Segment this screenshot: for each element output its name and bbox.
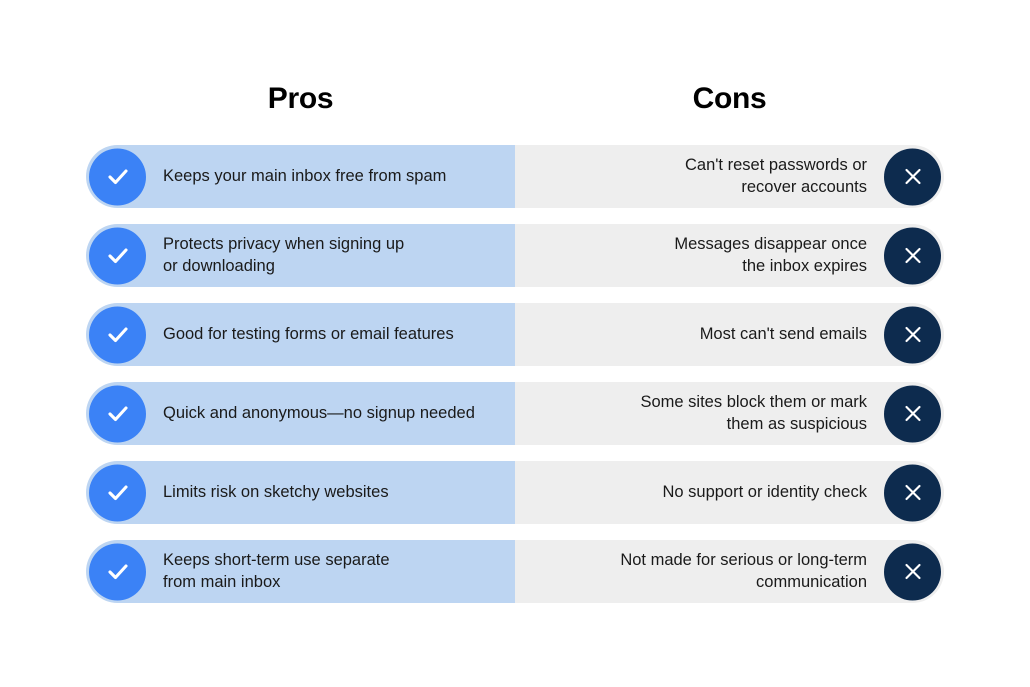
- check-icon: [89, 464, 146, 521]
- pro-cell: Keeps your main inbox free from spam: [86, 145, 515, 208]
- con-cell: Not made for serious or long-term commun…: [515, 540, 944, 603]
- comparison-rows: Keeps your main inbox free from spam Can…: [86, 145, 944, 603]
- con-cell: Can't reset passwords or recover account…: [515, 145, 944, 208]
- pro-text: Keeps your main inbox free from spam: [163, 166, 447, 185]
- check-icon: [89, 227, 146, 284]
- pro-cell: Good for testing forms or email features: [86, 303, 515, 366]
- check-icon: [89, 385, 146, 442]
- pro-text: Quick and anonymous—no signup needed: [163, 403, 475, 422]
- table-row: Good for testing forms or email features…: [86, 303, 944, 366]
- x-icon: [884, 543, 941, 600]
- pro-text: Good for testing forms or email features: [163, 324, 454, 343]
- table-row: Protects privacy when signing up or down…: [86, 224, 944, 287]
- con-text: No support or identity check: [662, 482, 867, 501]
- x-icon: [884, 227, 941, 284]
- header-cell-pros: Pros: [86, 76, 515, 122]
- pros-header-label: Pros: [267, 82, 334, 115]
- pro-cell: Protects privacy when signing up or down…: [86, 224, 515, 287]
- pro-cell: Quick and anonymous—no signup needed: [86, 382, 515, 445]
- check-icon: [89, 306, 146, 363]
- cons-header-label: Cons: [692, 82, 767, 115]
- pro-text: Protects privacy when signing up or down…: [163, 234, 405, 275]
- con-cell: Most can't send emails: [515, 303, 944, 366]
- con-text: Messages disappear once the inbox expire…: [674, 234, 867, 275]
- con-text: Not made for serious or long-term commun…: [620, 550, 867, 591]
- pro-cell: Keeps short-term use separate from main …: [86, 540, 515, 603]
- con-text: Most can't send emails: [699, 324, 867, 343]
- con-text: Some sites block them or mark them as su…: [640, 392, 868, 433]
- check-icon: [89, 543, 146, 600]
- check-icon: [89, 148, 146, 205]
- con-cell: Some sites block them or mark them as su…: [515, 382, 944, 445]
- table-row: Keeps short-term use separate from main …: [86, 540, 944, 603]
- con-text: Can't reset passwords or recover account…: [685, 155, 867, 196]
- x-icon: [884, 306, 941, 363]
- column-headers: Pros Cons: [86, 76, 944, 122]
- header-cell-cons: Cons: [515, 76, 944, 122]
- x-icon: [884, 464, 941, 521]
- con-cell: Messages disappear once the inbox expire…: [515, 224, 944, 287]
- x-icon: [884, 385, 941, 442]
- pro-text: Limits risk on sketchy websites: [163, 482, 389, 501]
- table-row: Limits risk on sketchy websites No suppo…: [86, 461, 944, 524]
- table-row: Keeps your main inbox free from spam Can…: [86, 145, 944, 208]
- pro-text: Keeps short-term use separate from main …: [163, 550, 390, 591]
- x-icon: [884, 148, 941, 205]
- pro-cell: Limits risk on sketchy websites: [86, 461, 515, 524]
- table-row: Quick and anonymous—no signup needed Som…: [86, 382, 944, 445]
- con-cell: No support or identity check: [515, 461, 944, 524]
